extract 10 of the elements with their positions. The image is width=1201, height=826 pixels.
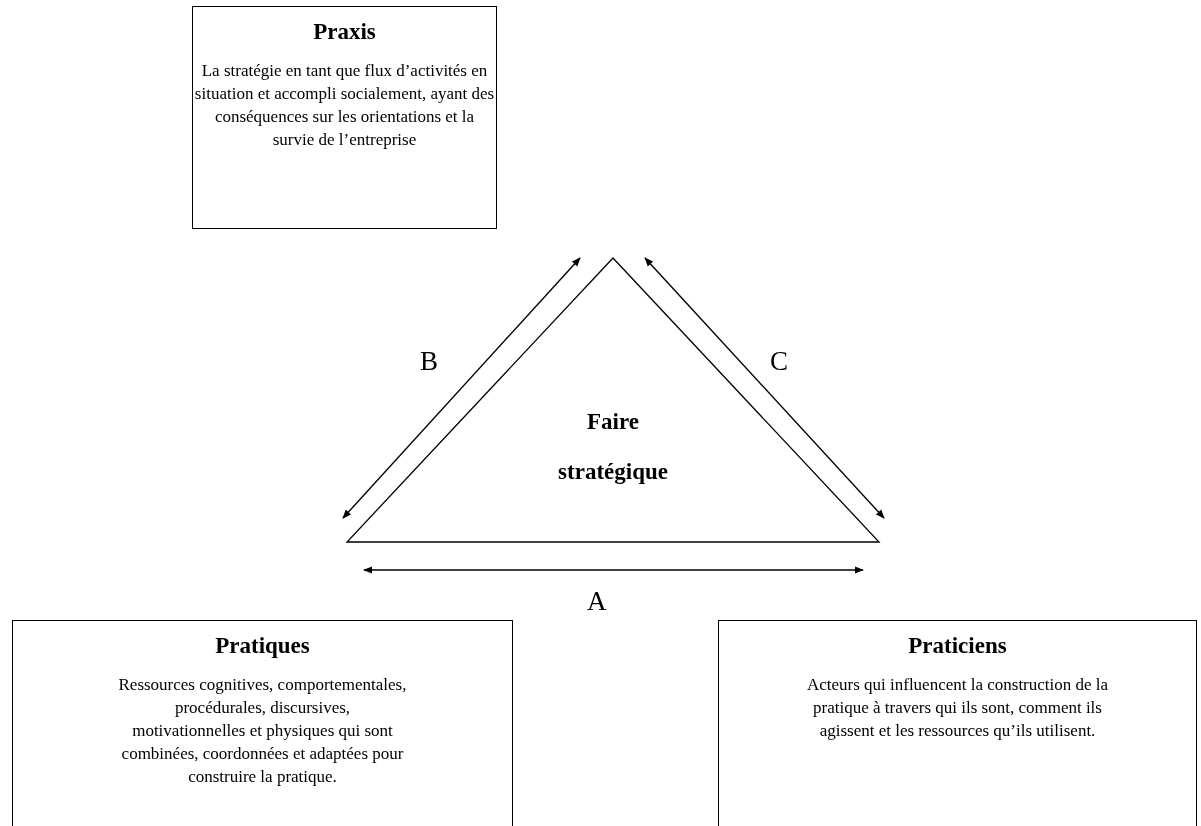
box-description: Ressources cognitives, comportementales, procédurales, discursives, motivationnelles et physiques qui sont combinées, coordonnées et adaptées pour construire la pratique. bbox=[117, 674, 408, 788]
box-heading: Praticiens bbox=[907, 633, 1008, 659]
box-description: La stratégie en tant que flux d’activités en situation et accompli socialement, ayant des conséquences sur les orientations et la survie de l’entreprise bbox=[194, 60, 495, 151]
pratiques-box bbox=[12, 620, 513, 826]
box-heading: Praxis bbox=[312, 19, 377, 45]
praticiens-box bbox=[718, 620, 1197, 826]
box-heading: Pratiques bbox=[214, 633, 311, 659]
box-description: Acteurs qui influencent la construction de la pratique à travers qui ils sont, comment ils agissent et les ressources qu’ils utilisent. bbox=[805, 674, 1110, 742]
praxis-box bbox=[192, 6, 497, 229]
triangle-label: Faire stratégique bbox=[557, 408, 669, 486]
